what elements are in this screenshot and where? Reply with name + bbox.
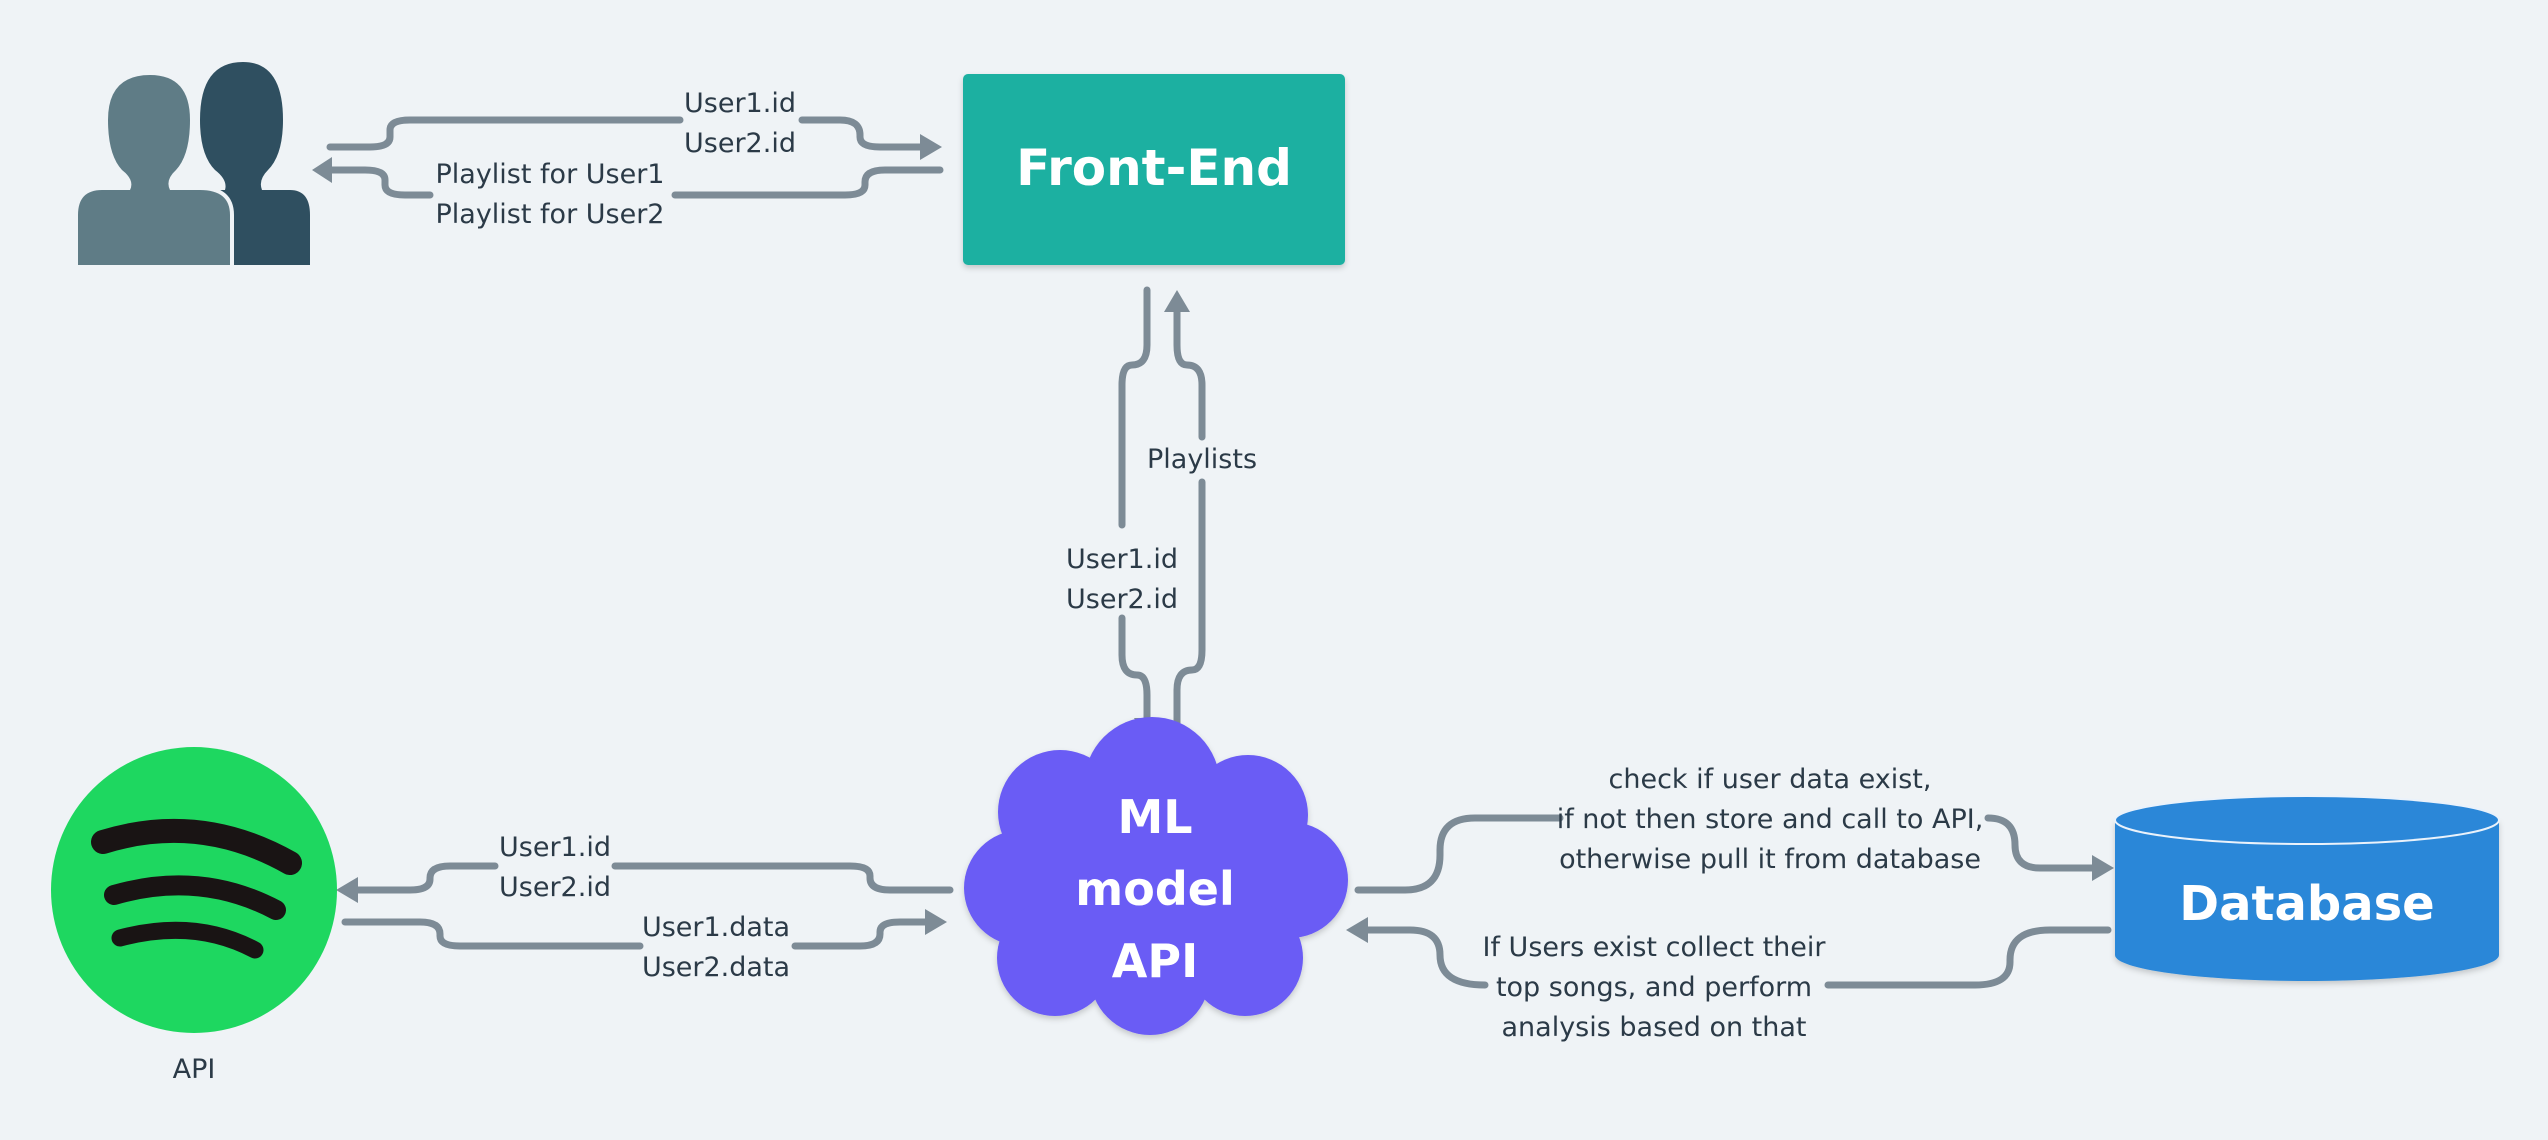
- ml-title-line2: model: [1075, 862, 1234, 916]
- database-body: [2115, 820, 2499, 981]
- database-title: Database: [2179, 876, 2434, 932]
- frontend-title: Front-End: [1016, 139, 1292, 197]
- edge-label: If Users exist collect their: [1483, 932, 1827, 963]
- database-node: Database: [2114, 795, 2500, 981]
- edge-label: analysis based on that: [1501, 1012, 1806, 1043]
- edge-label: check if user data exist,: [1609, 764, 1932, 795]
- edge-frontend-to-users: [312, 157, 944, 199]
- arrowhead: [336, 877, 358, 903]
- edge-label: User1.data: [642, 912, 790, 943]
- edge-label: otherwise pull it from database: [1559, 844, 1981, 875]
- ml-title-line1: ML: [1117, 790, 1192, 844]
- edge-db-to-ml: [1346, 917, 2112, 989]
- edge-label: Playlists: [1147, 444, 1257, 475]
- edge-label: Playlist for User2: [436, 199, 665, 230]
- edge-ml-to-frontend: [1164, 290, 1206, 752]
- edge-ml-to-db: [1354, 814, 2114, 894]
- database-top: [2114, 795, 2500, 845]
- edge-label: User1.id: [499, 832, 611, 863]
- frontend-box: [963, 74, 1345, 265]
- edge-label: User2.id: [499, 872, 611, 903]
- edge-label: User2.id: [684, 128, 796, 159]
- edge-label: User2.id: [1066, 584, 1178, 615]
- ml-cloud-shape: [964, 717, 1348, 1035]
- ml-model-node: ML model API: [964, 717, 1348, 1035]
- edge-label: Playlist for User1: [436, 159, 665, 190]
- edge-frontend-to-ml: [1118, 286, 1160, 740]
- arrowhead: [312, 157, 332, 183]
- edge-label: top songs, and perform: [1496, 972, 1812, 1003]
- spotify-caption: API: [173, 1054, 216, 1085]
- edge-users-to-frontend: [326, 116, 942, 160]
- ml-title-line3: API: [1112, 934, 1198, 988]
- arrowhead: [2092, 855, 2114, 881]
- edge-label: User1.id: [684, 88, 796, 119]
- users-icon: [74, 62, 310, 269]
- arrowhead: [925, 909, 947, 935]
- arrowhead: [1164, 290, 1190, 312]
- arrowhead: [920, 134, 942, 160]
- arrowhead: [1346, 917, 1368, 943]
- spotify-icon: [51, 747, 337, 1033]
- edge-spotify-to-ml: [341, 909, 947, 950]
- edge-label: User1.id: [1066, 544, 1178, 575]
- frontend-node: Front-End: [963, 74, 1345, 265]
- edge-ml-to-spotify: [336, 862, 954, 903]
- edge-label: User2.data: [642, 952, 790, 983]
- edge-label: if not then store and call to API,: [1557, 804, 1984, 835]
